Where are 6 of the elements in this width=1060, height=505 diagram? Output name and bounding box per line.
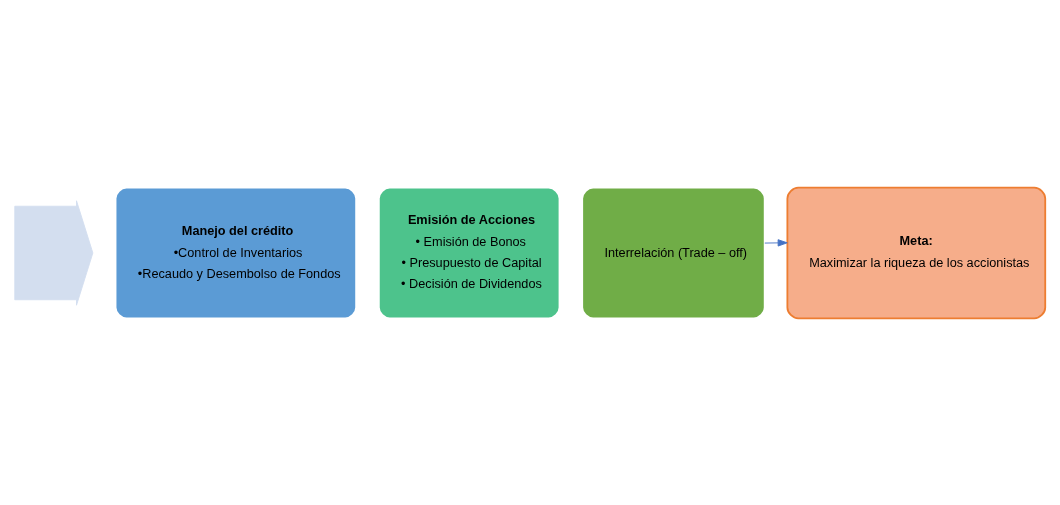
node-box: Interrelación (Trade – off): [581, 186, 766, 319]
arrow: [764, 238, 788, 246]
node-box: Manejo del crédito •Control de Inventarios •Recaudo y Desembolso de Fondos: [114, 186, 358, 319]
node-box: Emisión de Acciones • Emisión de Bonos • Presupuesto de Capital • Decisión de Dividendos: [377, 186, 561, 319]
node-arrow: [14, 199, 94, 306]
node-box: Meta: Maximizar la riqueza de los accionistas: [786, 186, 1047, 319]
